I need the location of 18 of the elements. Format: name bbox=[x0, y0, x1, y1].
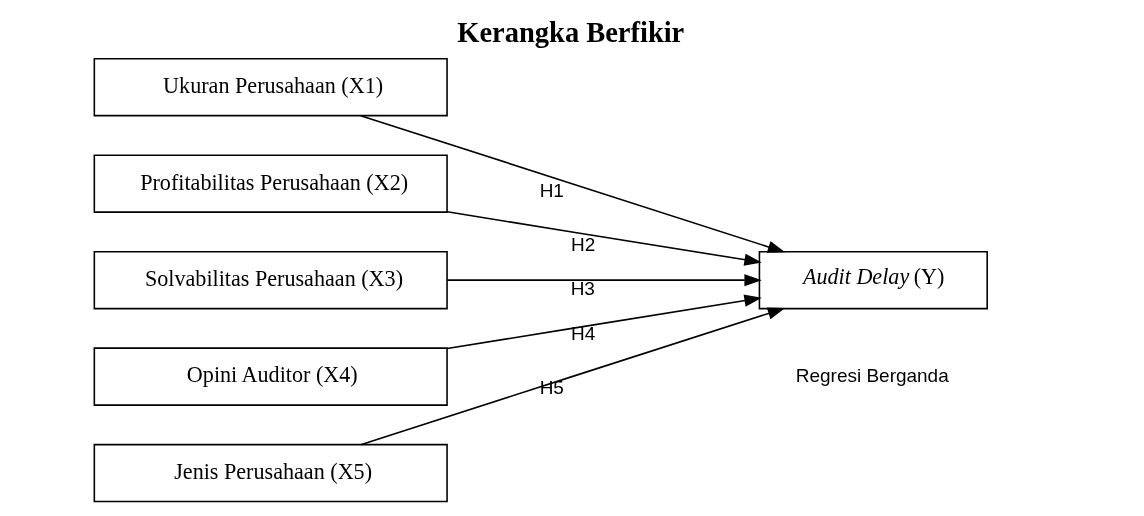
edge-label: H2 bbox=[570, 233, 596, 255]
node-box: Profitabilitas Perusahaan (X2) bbox=[93, 154, 448, 213]
label: Regresi Berganda bbox=[795, 364, 949, 386]
arrow bbox=[446, 294, 762, 350]
arrow bbox=[446, 211, 762, 266]
arrow bbox=[359, 307, 786, 446]
node-box: Opini Auditor (X4) bbox=[93, 347, 448, 406]
node-box: Solvabilitas Perusahaan (X3) bbox=[93, 250, 448, 310]
node-box: Jenis Perusahaan (X5) bbox=[93, 443, 448, 503]
diagram-title: Kerangka Berfikir bbox=[457, 16, 685, 48]
edge-label: H3 bbox=[570, 278, 595, 300]
arrow bbox=[359, 114, 786, 253]
edge-label: H4 bbox=[570, 322, 596, 344]
node-box: Ukuran Perusahaan (X1) bbox=[93, 57, 448, 117]
node-box: Audit Delay (Y) bbox=[758, 250, 988, 310]
arrow bbox=[446, 274, 762, 287]
edge-label: H1 bbox=[539, 179, 564, 201]
edge-label: H5 bbox=[539, 377, 564, 399]
